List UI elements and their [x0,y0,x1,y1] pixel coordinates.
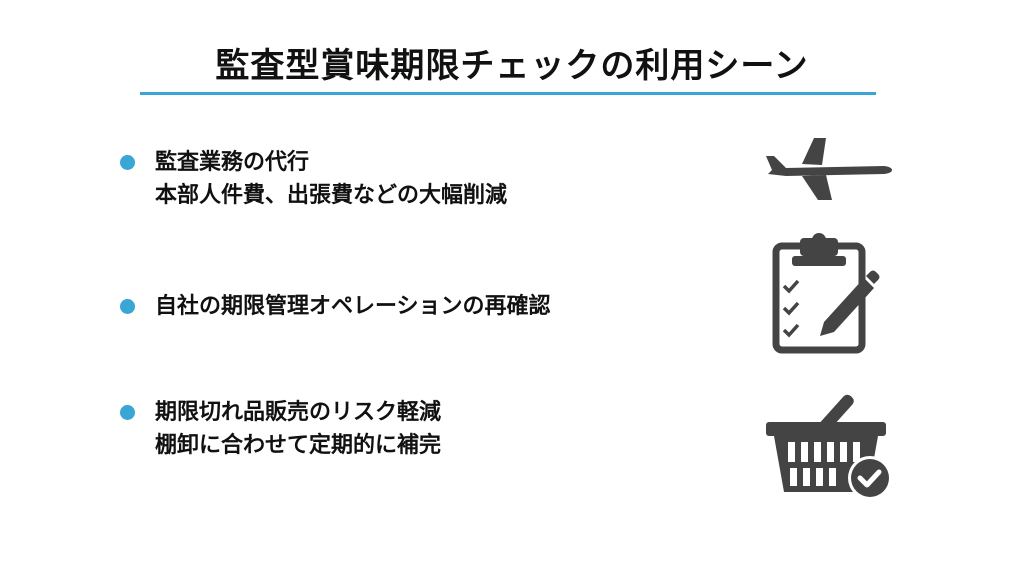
list-item-heading: 監査業務の代行 [155,150,310,175]
list-item-text: 監査業務の代行 本部人件費、出張費などの大幅削減 [155,146,507,212]
list-item-detail: 棚卸に合わせて定期的に補完 [155,433,442,458]
list-item-heading: 自社の期限管理オペレーションの再確認 [155,294,551,319]
bullet-dot [120,405,135,420]
list-item-detail: 本部人件費、出張費などの大幅削減 [155,183,508,208]
list-item-operations: 自社の期限管理オペレーションの再確認 [120,290,551,323]
shopping-basket-check-icon [766,394,892,500]
title-underline [140,92,876,95]
bullet-dot [120,299,135,314]
list-item-text: 期限切れ品販売のリスク軽減 棚卸に合わせて定期的に補完 [155,396,441,462]
list-item-risk: 期限切れ品販売のリスク軽減 棚卸に合わせて定期的に補完 [120,396,441,462]
list-item-text: 自社の期限管理オペレーションの再確認 [155,290,551,323]
clipboard-checklist-icon [772,233,880,354]
airplane-icon [766,138,892,200]
list-item-heading: 期限切れ品販売のリスク軽減 [155,400,442,425]
list-item-audit: 監査業務の代行 本部人件費、出張費などの大幅削減 [120,146,507,212]
slide-title: 監査型賞味期限チェックの利用シーン [215,46,809,86]
bullet-dot [120,155,135,170]
